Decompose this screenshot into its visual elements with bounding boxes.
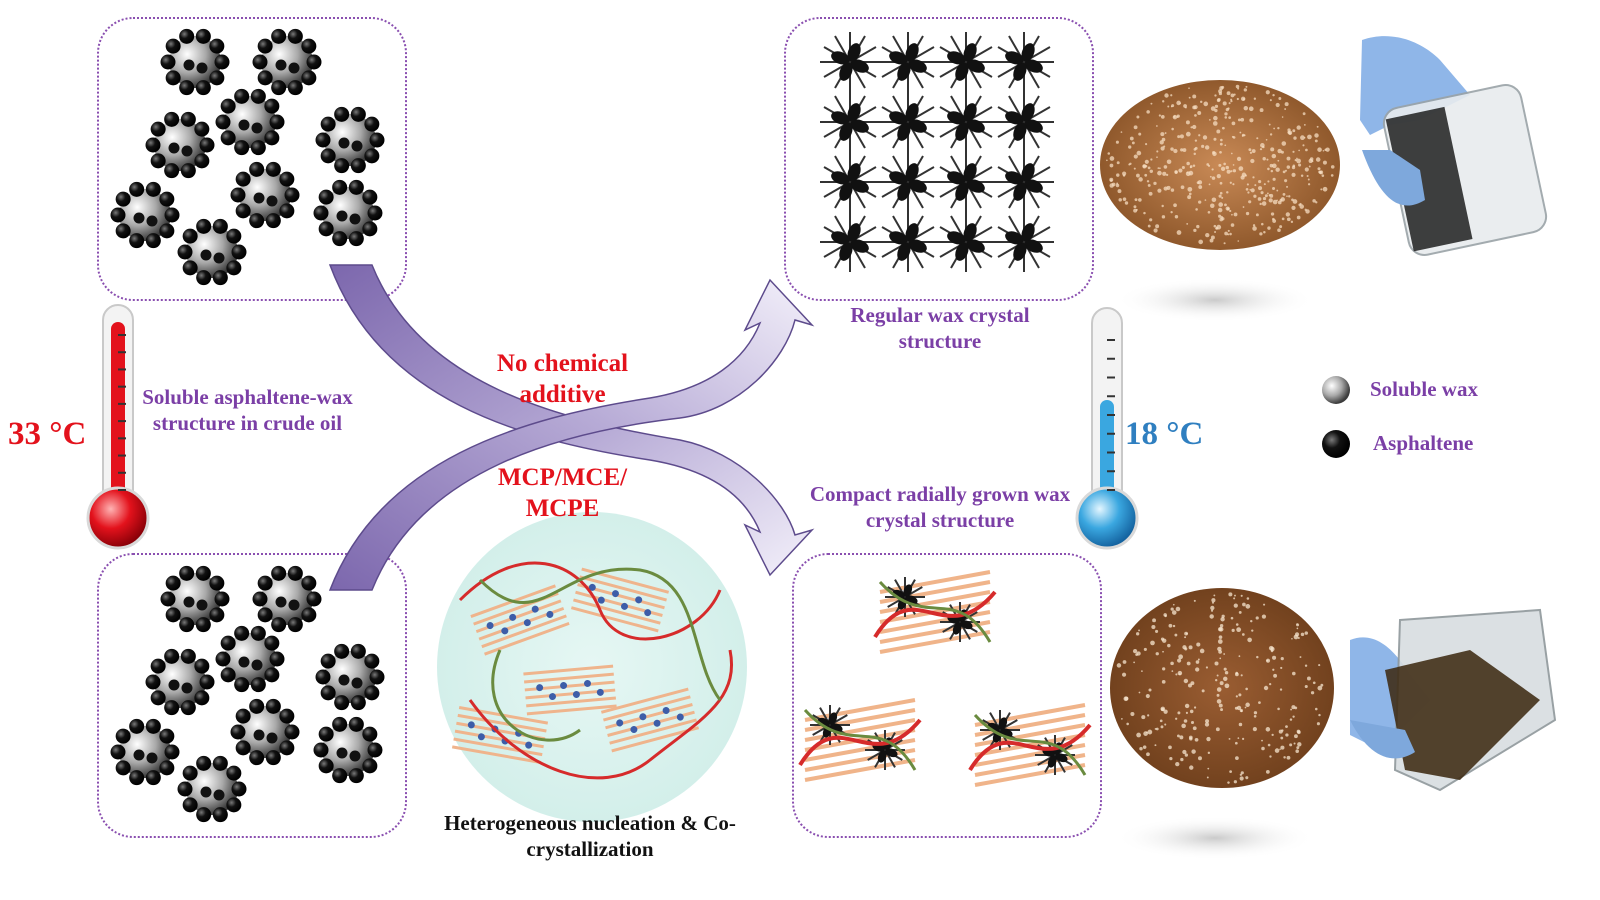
wax-asphaltene-cluster	[215, 625, 285, 693]
thermometer-cold-ticks	[1107, 339, 1115, 491]
crystals-regular	[820, 32, 1054, 272]
regular-wax-crystal	[878, 152, 938, 212]
shadow-top	[1115, 278, 1315, 322]
regular-wax-crystal	[936, 212, 996, 272]
wax-asphaltene-cluster	[315, 106, 385, 174]
compact-wax-crystal	[968, 703, 1092, 787]
regular-wax-crystal	[994, 92, 1054, 152]
polymer-chain-green	[478, 567, 722, 742]
compact-label: Compact radially grown wax crystal struc…	[809, 482, 1071, 533]
micrograph-compact-specks	[1116, 592, 1324, 784]
regular-wax-crystal	[820, 152, 880, 212]
polymer-chain-red	[458, 561, 733, 780]
wax-bundle	[523, 664, 617, 716]
wax-asphaltene-cluster	[313, 179, 383, 247]
compact-wax-crystal	[873, 570, 997, 654]
hot-temp-label: 33 °C	[8, 416, 87, 452]
no-additive-label: No chemical additive	[496, 350, 629, 409]
wax-bundle	[470, 584, 570, 656]
clusters-top-left	[110, 28, 385, 286]
regular-wax-crystal	[994, 212, 1054, 272]
clusters-bottom-left	[110, 565, 385, 823]
asphaltene-aggregate	[810, 705, 850, 745]
wax-asphaltene-cluster	[315, 643, 385, 711]
legend-asphaltene-icon	[1322, 430, 1350, 458]
wax-asphaltene-cluster	[215, 88, 285, 156]
wax-asphaltene-cluster	[177, 755, 247, 823]
regular-label: Regular wax crystal structure	[850, 303, 1030, 354]
legend-asphaltene-label: Asphaltene	[1373, 431, 1474, 455]
wax-asphaltene-cluster	[252, 565, 322, 633]
wax-asphaltene-cluster	[145, 111, 215, 179]
legend-wax-icon	[1322, 376, 1350, 404]
wax-asphaltene-cluster	[177, 218, 247, 286]
mechanism-label: Heterogeneous nucleation & Co-crystalliz…	[444, 811, 736, 862]
thermometer-hot-icon	[86, 304, 150, 550]
wax-asphaltene-cluster	[313, 716, 383, 784]
wax-asphaltene-cluster	[145, 648, 215, 716]
regular-wax-crystal	[878, 92, 938, 152]
wax-asphaltene-cluster	[160, 565, 230, 633]
regular-wax-crystal	[994, 152, 1054, 212]
beaker-hand-icon-bottom	[1350, 608, 1557, 792]
wax-asphaltene-cluster	[160, 28, 230, 96]
nucleation-content	[451, 561, 733, 780]
regular-wax-crystal	[820, 32, 880, 92]
additive-label: MCP/MCE/ MCPE	[497, 464, 628, 523]
regular-wax-crystal	[820, 92, 880, 152]
wax-asphaltene-cluster	[110, 718, 180, 786]
legend-wax-label: Soluble wax	[1370, 377, 1478, 401]
regular-wax-crystal	[878, 212, 938, 272]
cold-temp-label: 18 °C	[1125, 416, 1204, 452]
wax-bundle	[570, 567, 670, 633]
arrow-to-regular	[328, 278, 815, 591]
regular-wax-crystal	[936, 92, 996, 152]
compact-wax-crystal	[798, 698, 922, 782]
crystals-compact	[798, 570, 1092, 787]
micrograph-compact	[1110, 588, 1334, 788]
shadow-bottom	[1115, 816, 1315, 860]
wax-asphaltene-cluster	[230, 161, 300, 229]
wax-asphaltene-cluster	[252, 28, 322, 96]
micrograph-regular-specks	[1106, 84, 1335, 245]
regular-wax-crystal	[994, 32, 1054, 92]
regular-wax-crystal	[820, 212, 880, 272]
thermometer-hot-ticks	[118, 334, 126, 491]
regular-wax-crystal	[878, 32, 938, 92]
beaker-hand-icon-top	[1360, 36, 1548, 256]
wax-asphaltene-cluster	[110, 181, 180, 249]
regular-wax-crystal	[936, 152, 996, 212]
regular-wax-crystal	[936, 32, 996, 92]
wax-asphaltene-cluster	[230, 698, 300, 766]
wax-bundle	[600, 687, 700, 753]
initial-state-label: Soluble asphaltene-wax structure in crud…	[142, 385, 353, 436]
